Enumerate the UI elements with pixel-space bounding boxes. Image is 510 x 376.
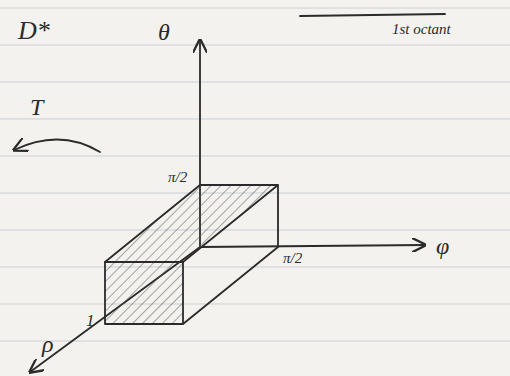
box-region [105,185,278,324]
tick-label: π/2 [168,170,187,185]
axis-label: φ [436,234,449,258]
map-name: T [30,95,43,119]
phi-axis [200,245,425,247]
axis-label: θ [158,20,170,44]
underline-stroke [300,14,445,16]
axes [14,14,445,372]
tick-label: 1 [86,312,95,329]
box-front-face [105,262,183,324]
rho-axis [30,247,200,372]
tick-label: π/2 [283,251,302,266]
box-side-edges [183,185,278,324]
note-text: 1st octant [392,22,451,37]
axis-label: ρ [42,332,54,356]
map-arrow [14,139,100,152]
notebook-rules [0,8,510,341]
region-name: D* [18,18,50,44]
box-top-face [105,185,278,262]
